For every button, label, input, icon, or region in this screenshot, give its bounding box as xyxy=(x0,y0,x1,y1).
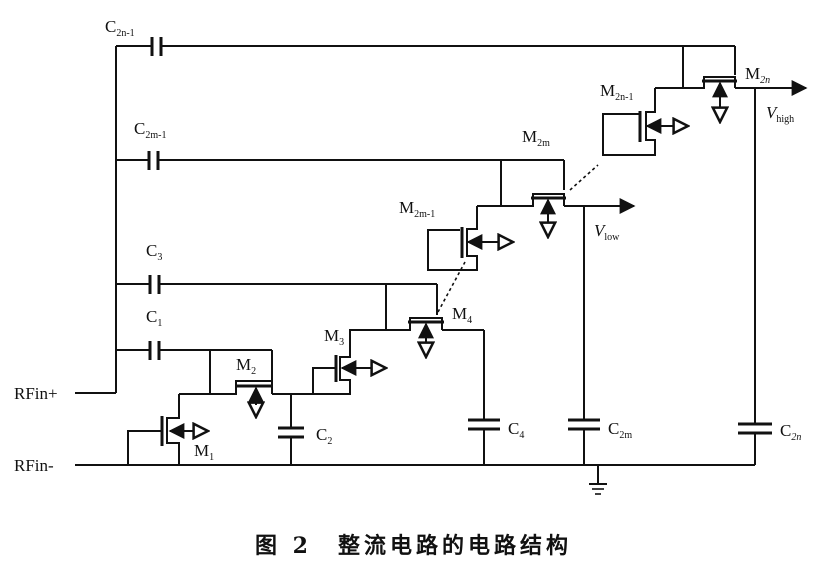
capacitor-c2n-1 xyxy=(116,37,736,75)
capacitor-c2n xyxy=(738,88,772,465)
c2n-1-label: C2n-1 xyxy=(105,17,135,39)
m2n-1-label: M2n-1 xyxy=(600,81,633,103)
rfin-plus-rail xyxy=(75,46,117,394)
transistor-m2m xyxy=(477,160,636,237)
capacitor-c2 xyxy=(278,394,304,465)
transistor-m2 xyxy=(179,350,291,417)
figure-caption: 图 2 整流电路的电路结构 xyxy=(255,533,572,559)
capacitor-c4 xyxy=(468,330,500,465)
v-low-label: Vlow xyxy=(594,221,620,243)
m2m-label: M2m xyxy=(522,127,550,149)
rfin-minus-label: RFin- xyxy=(14,456,54,475)
m1-label: M1 xyxy=(194,441,214,463)
transistor-m4 xyxy=(385,284,484,357)
c3-label: C3 xyxy=(146,241,162,263)
c4-label: C4 xyxy=(508,419,524,441)
c2m-1-label: C2m-1 xyxy=(134,119,166,141)
ellipsis-dots-upper xyxy=(569,164,599,191)
capacitor-c1 xyxy=(116,341,273,380)
c1-label: C1 xyxy=(146,307,162,329)
capacitor-c2m-1 xyxy=(116,151,565,190)
capacitor-c3 xyxy=(116,275,438,315)
rfin-plus-label: RFin+ xyxy=(14,384,58,403)
transistor-m2n xyxy=(655,46,808,122)
transistor-m1 xyxy=(127,394,208,465)
c2n-label: C2n xyxy=(780,421,801,443)
c2m-label: C2m xyxy=(608,419,632,441)
transistor-m2n-1 xyxy=(602,88,688,156)
m4-label: M4 xyxy=(452,304,472,326)
c2-label: C2 xyxy=(316,425,332,447)
ground-symbol xyxy=(589,465,607,495)
v-high-label: Vhigh xyxy=(766,103,794,125)
transistor-m2m-1 xyxy=(427,206,513,271)
transistor-m3 xyxy=(291,329,386,395)
m2m-1-label: M2m-1 xyxy=(399,198,435,220)
capacitor-c2m xyxy=(568,206,600,465)
m2-label: M2 xyxy=(236,355,256,377)
m3-label: M3 xyxy=(324,326,344,348)
m2n-label: M2n xyxy=(745,64,770,86)
